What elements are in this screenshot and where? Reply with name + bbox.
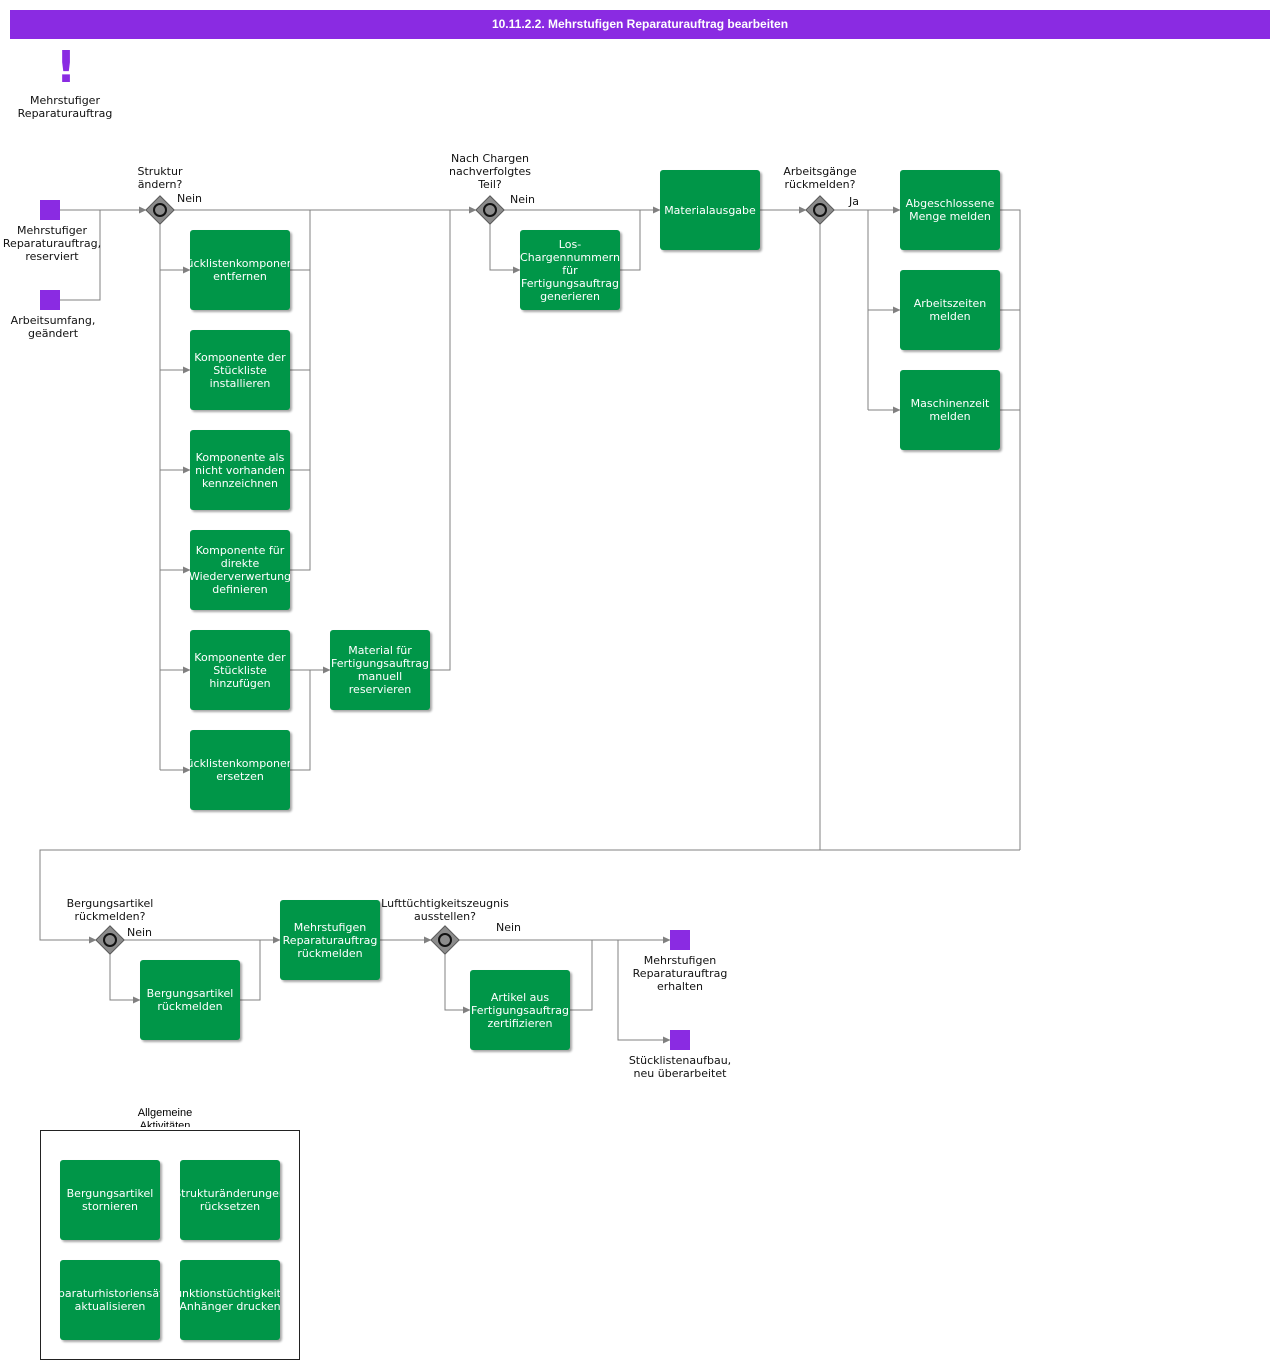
gateway-no-label: Nein	[177, 192, 203, 205]
gateway-question: Arbeitsgänge rückmelden?	[783, 165, 857, 191]
task-label: Mehrstufigen Reparaturauftrag rückmelden	[282, 920, 378, 960]
task-cancel-salvage[interactable]: Bergungsartikel stornieren	[60, 1160, 160, 1240]
task-label: Reparaturhistoriensätze aktualisieren	[60, 1287, 160, 1313]
task-label: Bergungsartikel stornieren	[66, 1187, 154, 1213]
start-event-scope-changed[interactable]	[40, 290, 60, 310]
end-event-bom-revised[interactable]	[670, 1030, 690, 1050]
task-label: Funktionstüchtigkeits- Anhänger drucken	[180, 1287, 280, 1313]
task-certify-items[interactable]: Artikel aus Fertigungsauftrag zertifizie…	[470, 970, 570, 1050]
task-print-serviceable-tag[interactable]: Funktionstüchtigkeits- Anhänger drucken	[180, 1260, 280, 1340]
task-material-issue[interactable]: Materialausgabe	[660, 170, 760, 250]
gateway-report-operations[interactable]	[805, 195, 835, 225]
task-label: Komponente der Stückliste installieren	[194, 350, 286, 390]
end-event-order-received[interactable]	[670, 930, 690, 950]
task-label: Stücklistenkomponente ersetzen	[190, 757, 290, 783]
diagram-title: 10.11.2.2. Mehrstufigen Reparaturauftrag…	[10, 10, 1270, 39]
task-label: Abgeschlossene Menge melden	[905, 197, 995, 223]
task-label: Arbeitszeiten melden	[913, 297, 987, 323]
trigger-label: Mehrstufiger Reparaturauftrag	[17, 94, 113, 120]
gateway-question: Struktur ändern?	[137, 165, 183, 191]
start-event-label: Mehrstufiger Reparaturauftrag, reservier…	[2, 224, 102, 263]
gateway-report-salvage[interactable]	[95, 925, 125, 955]
gateway-no-label: Nein	[510, 193, 536, 206]
task-mark-missing[interactable]: Komponente als nicht vorhanden kennzeich…	[190, 430, 290, 510]
task-label: Strukturänderungen rücksetzen	[180, 1187, 280, 1213]
gateway-question: Nach Chargen nachverfolgtes Teil?	[449, 152, 531, 191]
task-label: Komponente für direkte Wiederverwertung …	[190, 544, 290, 596]
task-label: Bergungsartikel rückmelden	[146, 987, 234, 1013]
end-event-label: Mehrstufigen Reparaturauftrag erhalten	[632, 954, 728, 993]
task-report-quantity[interactable]: Abgeschlossene Menge melden	[900, 170, 1000, 250]
task-report-machine-time[interactable]: Maschinenzeit melden	[900, 370, 1000, 450]
task-label: Komponente als nicht vorhanden kennzeich…	[195, 450, 285, 490]
task-report-salvage[interactable]: Bergungsartikel rückmelden	[140, 960, 240, 1040]
task-label: Stücklistenkomponente entfernen	[190, 257, 290, 283]
task-reset-structure-changes[interactable]: Strukturänderungen rücksetzen	[180, 1160, 280, 1240]
start-event-order-reserved[interactable]	[40, 200, 60, 220]
gateway-no-label: Nein	[127, 926, 153, 939]
group-title: Allgemeine Aktivitäten	[137, 1107, 193, 1127]
task-update-repair-history[interactable]: Reparaturhistoriensätze aktualisieren	[60, 1260, 160, 1340]
task-report-repair-order[interactable]: Mehrstufigen Reparaturauftrag rückmelden	[280, 900, 380, 980]
gateway-structure-change[interactable]	[145, 195, 175, 225]
task-report-hours[interactable]: Arbeitszeiten melden	[900, 270, 1000, 350]
start-event-label: Arbeitsumfang, geändert	[10, 314, 96, 340]
task-label: Maschinenzeit melden	[910, 397, 990, 423]
task-reserve-material[interactable]: Material für Fertigungsauftrag manuell r…	[330, 630, 430, 710]
gateway-yes-label: Ja	[849, 195, 859, 208]
gateway-no-label: Nein	[496, 921, 522, 934]
task-remove-component[interactable]: Stücklistenkomponente entfernen	[190, 230, 290, 310]
gateway-question: Bergungsartikel rückmelden?	[66, 897, 154, 923]
task-add-component[interactable]: Komponente der Stückliste hinzufügen	[190, 630, 290, 710]
gateway-question: Lufttüchtigkeitszeugnis ausstellen?	[381, 897, 509, 923]
task-label: Material für Fertigungsauftrag manuell r…	[331, 644, 429, 696]
task-label: Artikel aus Fertigungsauftrag zertifizie…	[471, 990, 569, 1030]
task-generate-lot-numbers[interactable]: Los- Chargennummern für Fertigungsauftra…	[520, 230, 620, 310]
end-event-label: Stücklistenaufbau, neu überarbeitet	[628, 1054, 732, 1080]
gateway-batch-tracked[interactable]	[475, 195, 505, 225]
exclamation-icon: !	[55, 42, 77, 93]
task-direct-reuse[interactable]: Komponente für direkte Wiederverwertung …	[190, 530, 290, 610]
task-install-component[interactable]: Komponente der Stückliste installieren	[190, 330, 290, 410]
task-label: Materialausgabe	[664, 203, 756, 217]
task-label: Komponente der Stückliste hinzufügen	[194, 650, 286, 690]
task-label: Los- Chargennummern für Fertigungsauftra…	[520, 237, 620, 303]
task-replace-component[interactable]: Stücklistenkomponente ersetzen	[190, 730, 290, 810]
gateway-airworthiness[interactable]	[430, 925, 460, 955]
